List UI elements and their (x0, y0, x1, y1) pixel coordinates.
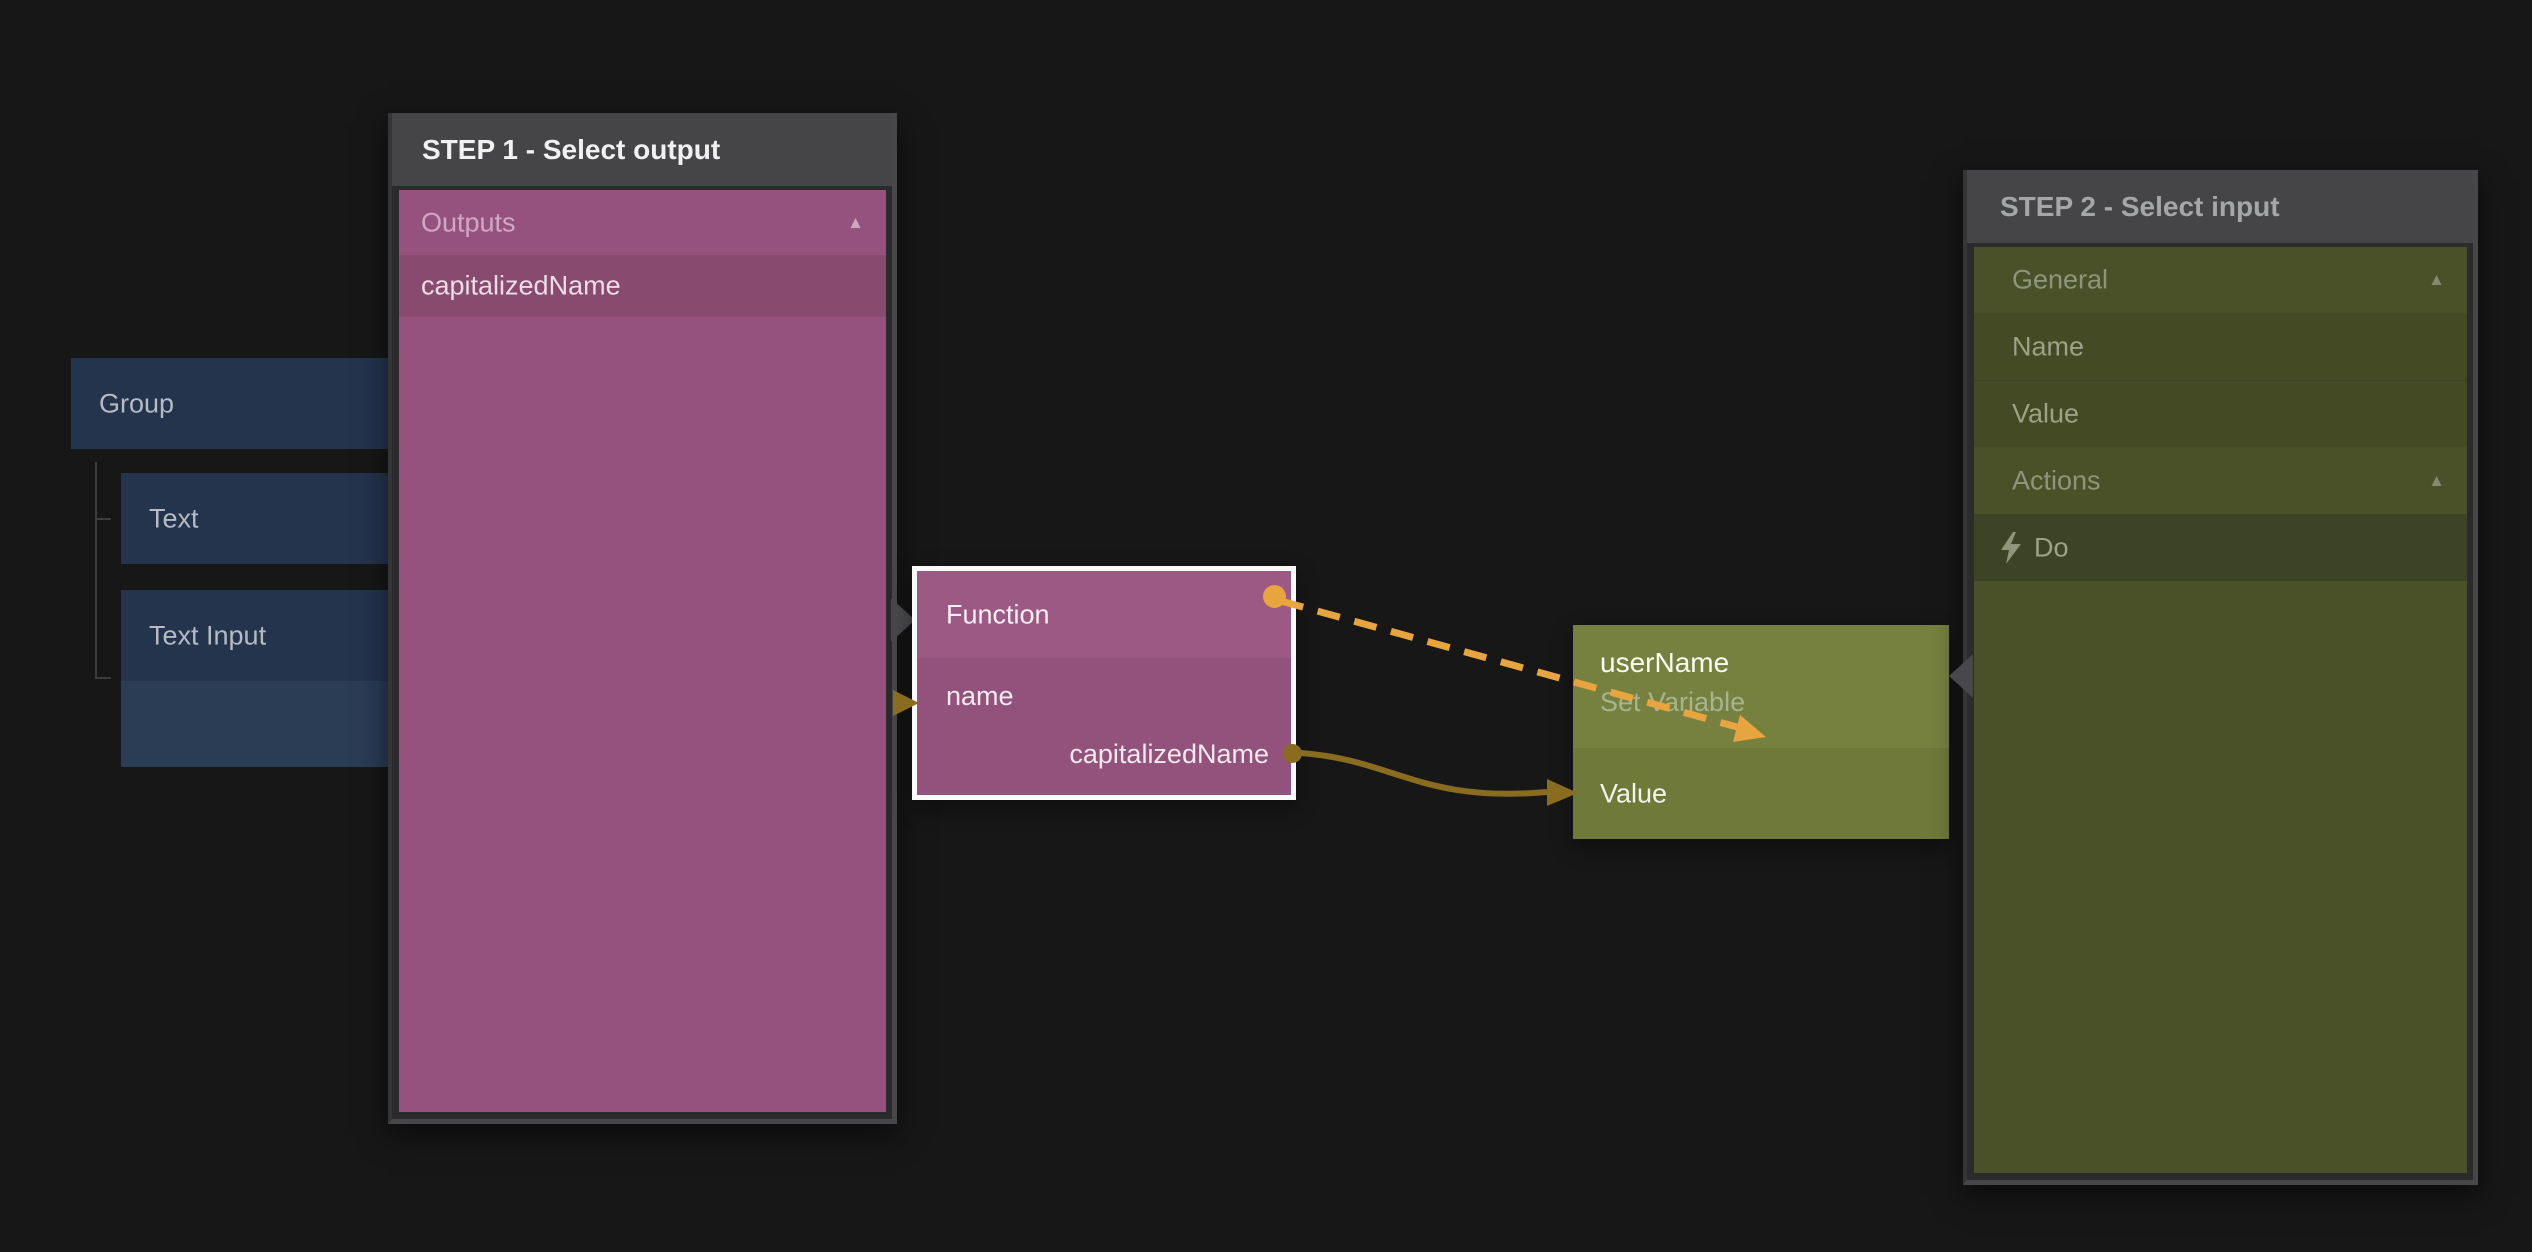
step1-panel: STEP 1 - Select output Outputs ▲ capital… (388, 113, 897, 1124)
collapse-arrow-icon[interactable]: ▲ (2428, 270, 2445, 289)
step2-panel-header: STEP 2 - Select input (1967, 170, 2473, 243)
actions-section-label: Actions (2012, 465, 2101, 495)
function-node-header[interactable]: Function (917, 571, 1291, 658)
step2-panel: STEP 2 - Select input General ▲ Name Val… (1963, 170, 2478, 1185)
step2-input-list: General ▲ Name Value Actions ▲ Do (1974, 247, 2467, 1173)
step2-panel-title: STEP 2 - Select input (2000, 190, 2280, 222)
capitalizedname-option-row[interactable]: capitalizedName (399, 255, 886, 317)
general-section-row[interactable]: General ▲ (1974, 247, 2467, 313)
tree-connector-vertical (95, 462, 97, 679)
step1-panel-title: STEP 1 - Select output (422, 133, 721, 165)
step1-output-list: Outputs ▲ capitalizedName (399, 190, 886, 1112)
username-node-header[interactable]: userName Set Variable (1573, 625, 1949, 748)
group-node-label: Group (99, 388, 175, 418)
tree-connector-stub-text-input (95, 677, 111, 679)
collapse-arrow-icon[interactable]: ▲ (2428, 470, 2445, 490)
function-input-name-label: name (946, 681, 1014, 711)
do-option-row[interactable]: Do (1974, 514, 2467, 581)
function-node[interactable]: Function name capitalizedName (912, 566, 1296, 800)
step2-panel-pointer-icon (1949, 654, 1973, 698)
username-node-subtitle: Set Variable (1600, 687, 1746, 717)
collapse-arrow-icon[interactable]: ▲ (847, 212, 864, 232)
tree-connector-stub-text (95, 518, 111, 520)
general-section-label: General (2012, 264, 2109, 295)
step1-panel-pointer-icon (891, 598, 915, 642)
name-option-row[interactable]: Name (1974, 313, 2467, 380)
function-output-capitalizedname-label: capitalizedName (1069, 739, 1269, 769)
username-node-title: userName (1600, 647, 1730, 678)
username-set-variable-node[interactable]: userName Set Variable Value (1573, 625, 1949, 839)
do-option-label: Do (2034, 532, 2069, 562)
outputs-section-row[interactable]: Outputs ▲ (399, 190, 886, 255)
step1-panel-header: STEP 1 - Select output (392, 113, 892, 186)
actions-section-row[interactable]: Actions ▲ (1974, 447, 2467, 514)
capitalizedname-output-port[interactable] (1283, 744, 1302, 763)
function-node-title: Function (946, 599, 1050, 629)
name-option-label: Name (2012, 331, 2085, 361)
capitalizedname-to-value-connection (1300, 750, 1548, 797)
text-node-label: Text (149, 503, 199, 533)
username-value-input-label: Value (1600, 778, 1668, 808)
function-signal-output-port[interactable] (1263, 585, 1286, 608)
outputs-section-label: Outputs (421, 207, 516, 237)
value-option-row[interactable]: Value (1974, 380, 2467, 447)
text-input-node-label: Text Input (149, 620, 267, 650)
value-option-label: Value (2012, 398, 2080, 428)
capitalizedname-option-label: capitalizedName (421, 270, 621, 301)
lightning-icon (2001, 531, 2021, 564)
username-node-body: Value (1573, 748, 1949, 839)
